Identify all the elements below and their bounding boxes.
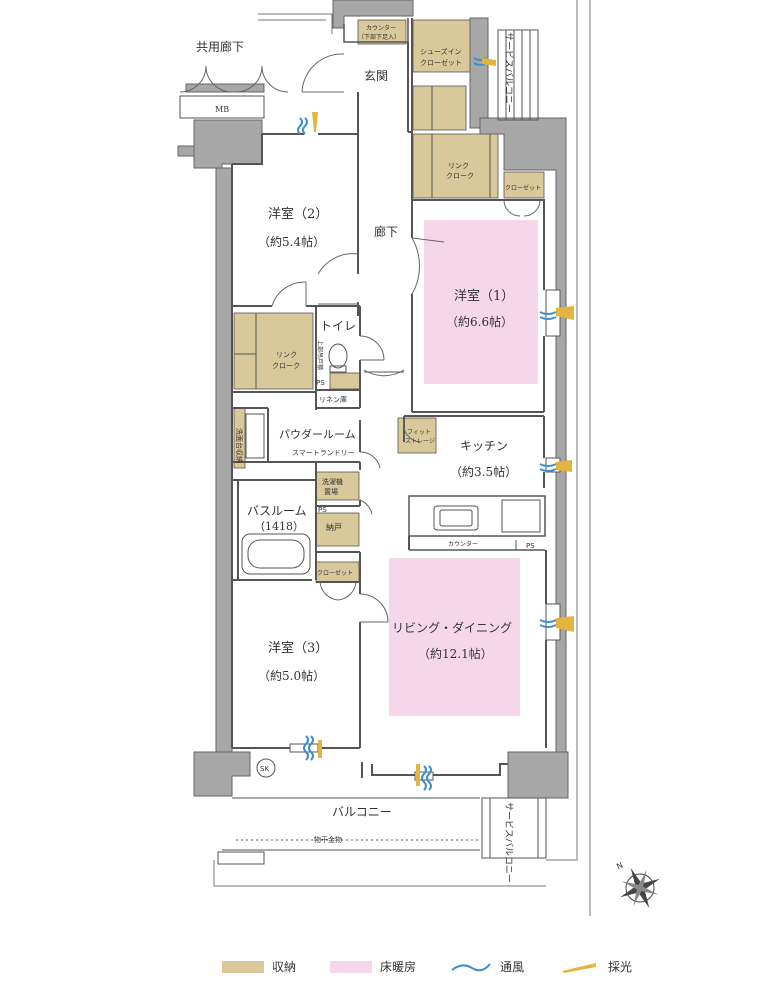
shoes-in-label-1: シューズイン (420, 47, 462, 56)
legend-daylight: 採光 (558, 958, 632, 975)
vent-kitchen-b (539, 468, 557, 472)
interior-walls (231, 18, 547, 778)
legend-daylight-label: 採光 (608, 960, 633, 974)
floor-heating-areas (389, 220, 538, 716)
site-boundary (213, 0, 591, 916)
service-balcony-top-label: サービスバルコニー (503, 32, 514, 113)
vent-w1-b (539, 316, 557, 320)
washbasin-storage-label: 洗面台収納 (235, 428, 244, 463)
floor-heating-swatch (330, 960, 373, 973)
closet-small-top (503, 171, 545, 199)
legend-storage: 収納 (222, 958, 296, 975)
legend-ventilation-label: 通風 (500, 960, 525, 974)
nando-label: 納戸 (326, 522, 342, 532)
vent-w3 (303, 735, 309, 761)
laundry-storage (315, 471, 360, 501)
walk-closet-top-label-2: クローク (446, 172, 474, 180)
nando-storage (315, 512, 360, 547)
legend-floor-heating: 床暖房 (330, 958, 416, 975)
walk-closet-left-label-1: リンク (276, 351, 297, 359)
ventilation-icon (451, 962, 491, 971)
entrance-label: 玄関 (364, 68, 388, 83)
daylight-icon (562, 962, 597, 973)
fit-storage-label-2: ストレージ (405, 438, 435, 445)
walk-in-closet-top (412, 133, 499, 199)
vent-w3-b (308, 735, 314, 761)
legend-floor-heating-label: 床暖房 (380, 960, 417, 974)
vent-w1 (539, 311, 557, 315)
vent-top (297, 117, 303, 135)
vent-kitchen (539, 463, 557, 467)
walk-closet-top-label-1: リンク (448, 162, 469, 170)
western2-size: （約5.4帖） (258, 234, 325, 249)
compass-north-label: N (615, 861, 624, 872)
balcony-label: バルコニー (332, 805, 392, 819)
ps-kitchen-label: PS (526, 542, 535, 550)
legend-storage-label: 収納 (272, 960, 297, 974)
common-corridor-label: 共用廊下 (196, 39, 244, 54)
door-swings (179, 53, 541, 623)
closet-small-label: クローゼット (505, 184, 541, 192)
western1-size: （約6.6帖） (446, 314, 513, 329)
legend-ventilation: 通風 (450, 958, 524, 975)
vent-living (539, 619, 557, 623)
kitchen-size: （約3.5帖） (450, 464, 517, 479)
vent-living-b (539, 624, 557, 628)
shoes-in-label-2: クローゼット (420, 58, 462, 67)
counter-label: カウンター (366, 24, 396, 32)
fit-storage-label-1: フィット (407, 429, 431, 436)
living-size: （約12.1帖） (418, 646, 493, 661)
ps-toilet-label: PS (316, 379, 325, 387)
bathroom-size: （1418） (254, 520, 304, 533)
counter-sub-label: （下部下足入） (358, 33, 400, 41)
living-label: リビング・ダイニング (392, 620, 512, 635)
western3-size: （約5.0帖） (258, 668, 325, 683)
western3-label: 洋室（3） (268, 640, 328, 656)
vent-living-bottom (421, 765, 427, 791)
smart-laundry-label: スマートランドリー (292, 449, 355, 457)
drying-rack-label: 物干金物 (314, 835, 342, 844)
kitchen-label: キッチン (460, 439, 508, 453)
mb-label: MB (215, 105, 229, 114)
floor-heating-living (389, 558, 520, 716)
hallway-label: 廊下 (374, 224, 398, 239)
service-balcony-bottom-label: サービスバルコニー (503, 802, 514, 883)
linen-label: リネン庫 (319, 395, 347, 404)
laundry-label-1: 洗濯機 (322, 477, 343, 486)
daylight-marks (312, 58, 574, 786)
western2-label: 洋室（2） (268, 206, 328, 222)
ps-laundry-label: PS (318, 506, 327, 514)
legend: 収納 床暖房 通風 採光 (222, 958, 666, 975)
structural-walls (177, 0, 569, 799)
toilet-shelf-label: 上部吊戸棚 (316, 340, 324, 370)
closet-bottom-label: クローゼット (317, 569, 353, 577)
walk-closet-left-label-2: クローク (272, 362, 300, 370)
toilet-ps (329, 372, 361, 390)
counter-storage (357, 19, 407, 45)
fixtures (179, 29, 547, 865)
walk-in-closet-left (233, 312, 314, 390)
storage-swatch (222, 960, 264, 973)
compass-rose: N (615, 861, 660, 908)
western1-label: 洋室（1） (454, 288, 514, 304)
room-labels: 共用廊下 MB カウンター （下部下足入） シューズイン クローゼット 玄関 サ… (196, 24, 541, 883)
vent-living-bottom-b (426, 765, 432, 791)
counter-kitchen-label: カウンター (448, 540, 478, 548)
floor-heating-western1 (424, 220, 538, 384)
toilet-label: トイレ (320, 319, 356, 333)
powder-room-label: パウダールーム (279, 427, 356, 441)
bathroom-label: バスルーム (247, 504, 307, 518)
laundry-label-2: 置場 (324, 487, 338, 496)
vent-top-b (302, 117, 308, 135)
sk-label: SK (260, 765, 269, 773)
shoes-in-closet-lower (412, 85, 467, 131)
